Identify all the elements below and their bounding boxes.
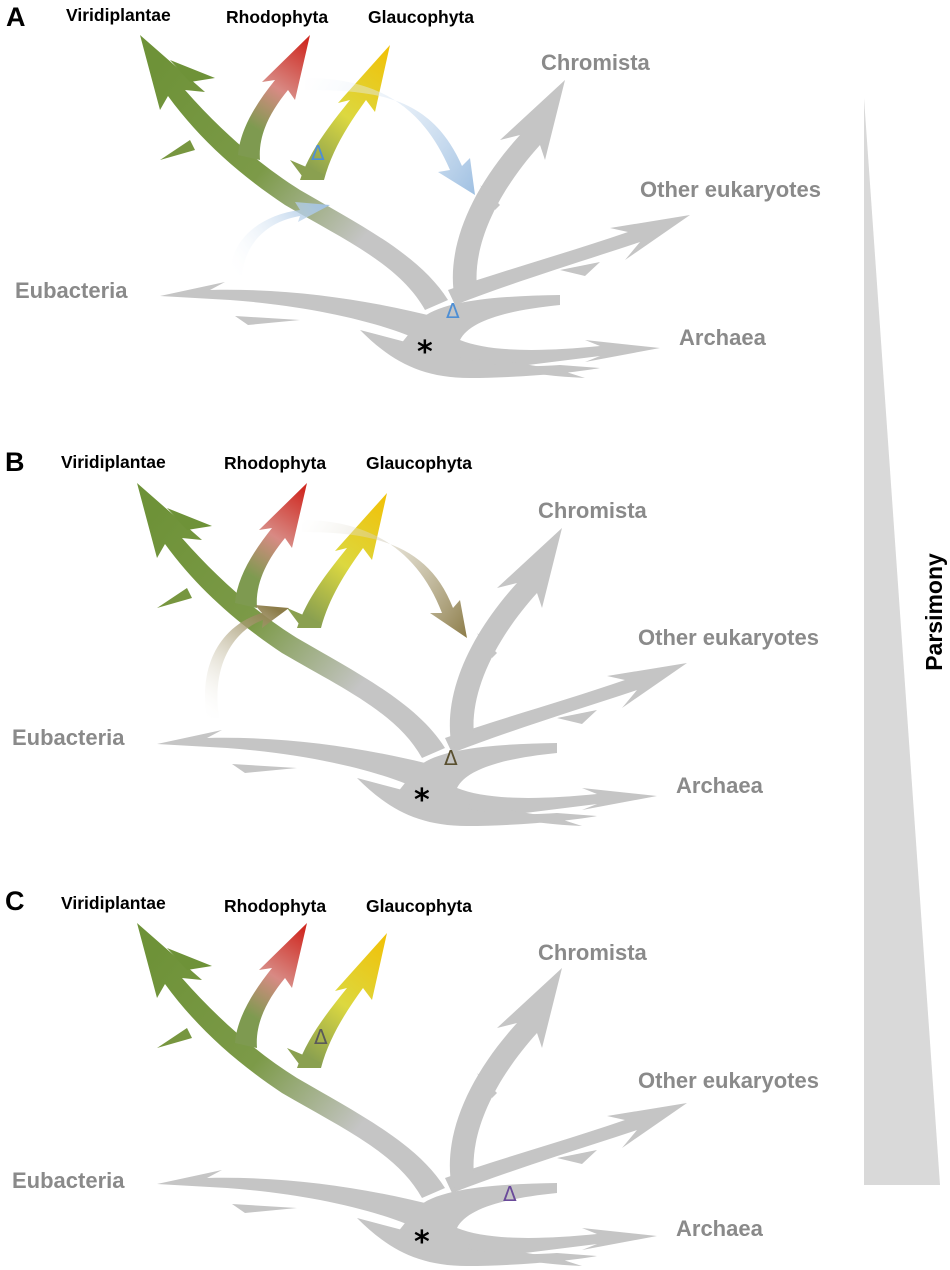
parsimony-wedge: [864, 98, 940, 1185]
panel-b-asterisk: *: [414, 783, 430, 818]
panel-a-label-other-eukaryotes: Other eukaryotes: [640, 177, 821, 202]
panel-b: [137, 483, 687, 826]
panel-a-label-chromista: Chromista: [541, 50, 651, 75]
panel-c-label-rhodophyta: Rhodophyta: [224, 896, 326, 916]
panel-a-transfer-arrow-plastid: [230, 202, 330, 275]
panel-b-label-rhodophyta: Rhodophyta: [224, 453, 326, 473]
panel-c-label-other-eukaryotes: Other eukaryotes: [638, 1068, 819, 1093]
panel-a-label-viridiplantae: Viridiplantae: [66, 5, 171, 25]
panel-b-label-glaucophyta: Glaucophyta: [366, 453, 472, 473]
panel-c-delta-root: Δ: [503, 1182, 517, 1206]
panel-b-label-eubacteria: Eubacteria: [12, 725, 125, 750]
panel-c-letter: C: [5, 886, 25, 916]
panel-a-delta-glaucophyta: Δ: [311, 141, 325, 165]
panel-a-letter: A: [6, 2, 26, 32]
parsimony-label: Parsimony: [921, 553, 947, 671]
panel-a-asterisk: *: [417, 335, 433, 370]
panel-c-label-eubacteria: Eubacteria: [12, 1168, 125, 1193]
panel-c-delta-glaucophyta: Δ: [314, 1025, 328, 1049]
panel-b-transfer-arrow-chromista: [302, 520, 467, 638]
panel-a-label-rhodophyta: Rhodophyta: [226, 7, 328, 27]
panel-b-delta-root: Δ: [444, 746, 458, 770]
panel-b-letter: B: [5, 447, 25, 477]
panel-c: [137, 923, 687, 1266]
panel-a-label-glaucophyta: Glaucophyta: [368, 7, 474, 27]
panel-c-label-viridiplantae: Viridiplantae: [61, 893, 166, 913]
panel-a: A Viridiplantae Rhodophyta Glaucophyta C…: [6, 2, 821, 378]
panel-b-label-archaea: Archaea: [676, 773, 764, 798]
panel-c-label-glaucophyta: Glaucophyta: [366, 896, 472, 916]
panel-c-labels: C Viridiplantae Rhodophyta Glaucophyta C…: [5, 886, 819, 1260]
panel-a-tree: [140, 35, 690, 378]
panel-a-delta-root: Δ: [446, 299, 460, 323]
panel-b-labels: B Viridiplantae Rhodophyta Glaucophyta C…: [5, 447, 819, 818]
panel-b-label-other-eukaryotes: Other eukaryotes: [638, 625, 819, 650]
panel-a-transfer-arrow-chromista: [305, 78, 475, 195]
panel-c-label-archaea: Archaea: [676, 1216, 764, 1241]
panel-a-label-eubacteria: Eubacteria: [15, 278, 128, 303]
panel-c-tree: [137, 923, 687, 1266]
panel-b-transfer-arrow-plastid: [205, 605, 289, 718]
panel-b-label-viridiplantae: Viridiplantae: [61, 452, 166, 472]
panel-b-label-chromista: Chromista: [538, 498, 648, 523]
panel-a-label-archaea: Archaea: [679, 325, 767, 350]
panel-c-asterisk: *: [414, 1225, 430, 1260]
panel-c-label-chromista: Chromista: [538, 940, 648, 965]
